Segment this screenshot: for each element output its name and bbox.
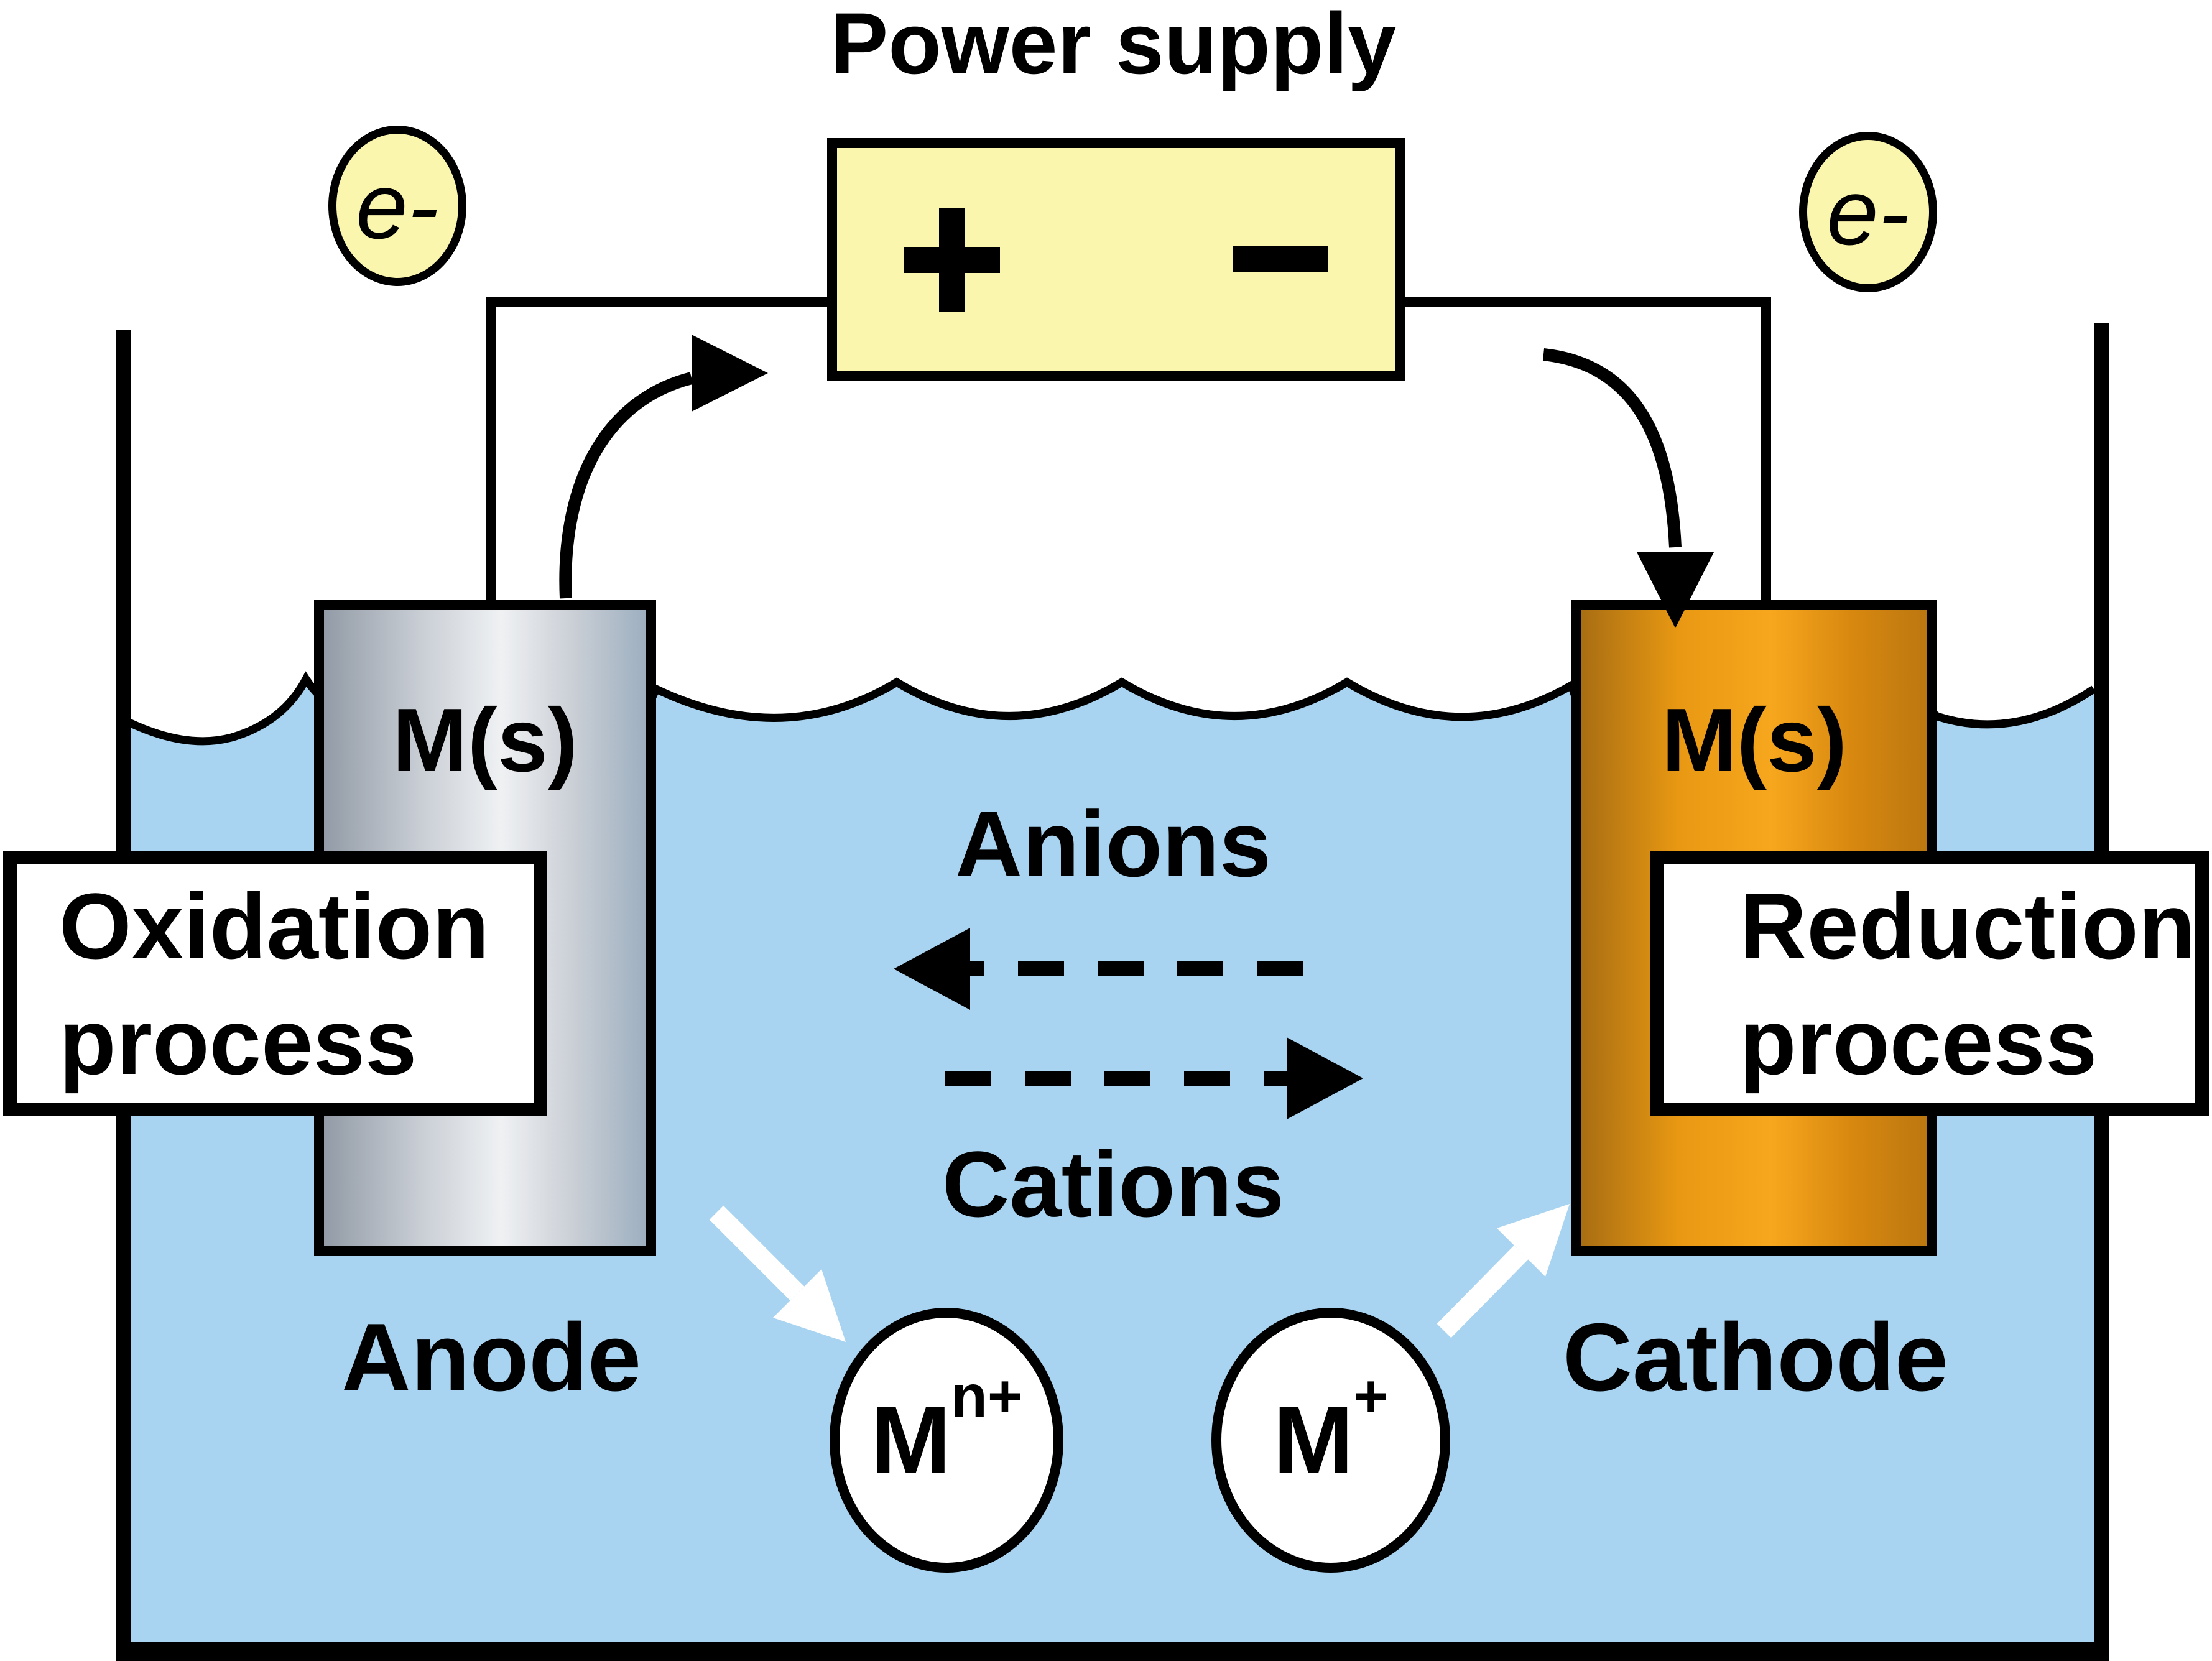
reduction-line2: process [1739,989,2098,1094]
anode-dissolution-arrowhead [773,1269,846,1342]
anions-arrowhead [894,928,970,1010]
minus-bar [1233,246,1328,272]
electron-flow-up-arrow [559,372,693,599]
water-surface-line [127,671,2096,746]
cathode-wire [1405,297,1771,605]
metal-ion-m-label: M+ [1273,1363,1389,1494]
reduction-line1: Reduction [1739,873,2196,978]
electron-right-badge: e- [1799,132,1937,292]
oxidation-process-box: Oxidation process [3,851,547,1116]
plus-terminal-symbol [904,208,1000,312]
cathode-material-label: M(s) [1661,689,1847,790]
plus-horizontal-bar [904,247,1000,273]
metal-ion-mn-bubble: Mn+ [830,1308,1063,1573]
anode-material-label: M(s) [392,689,578,790]
power-supply-title: Power supply [830,0,1397,92]
minus-terminal-symbol [1233,246,1328,272]
anode-dissolution-arrow [709,1205,805,1301]
cathode-deposition-arrowhead [1497,1204,1570,1277]
oxidation-line2: process [59,989,417,1094]
cations-arrowhead [1287,1037,1363,1119]
tank-bottom [116,1642,2109,1661]
electron-left-badge: e- [328,126,466,286]
metal-ion-mn-label: Mn+ [871,1363,1022,1494]
anions-label: Anions [955,792,1272,896]
electron-left-label: e- [356,153,439,258]
electron-right-label: e- [1826,159,1910,264]
cathode-deposition-arrow [1437,1245,1529,1338]
anode-wire [486,297,827,605]
reduction-process-box: Reduction process [1650,851,2209,1116]
cations-label: Cations [942,1132,1285,1236]
electron-flow-down-arrowhead [1637,552,1714,628]
electron-flow-down-arrow [1542,348,1682,548]
metal-ion-m-bubble: M+ [1211,1308,1450,1573]
oxidation-line1: Oxidation [59,873,489,978]
cathode-name-label: Cathode [1563,1303,1948,1411]
anode-name-label: Anode [341,1303,642,1411]
electron-flow-up-arrowhead [692,335,768,412]
